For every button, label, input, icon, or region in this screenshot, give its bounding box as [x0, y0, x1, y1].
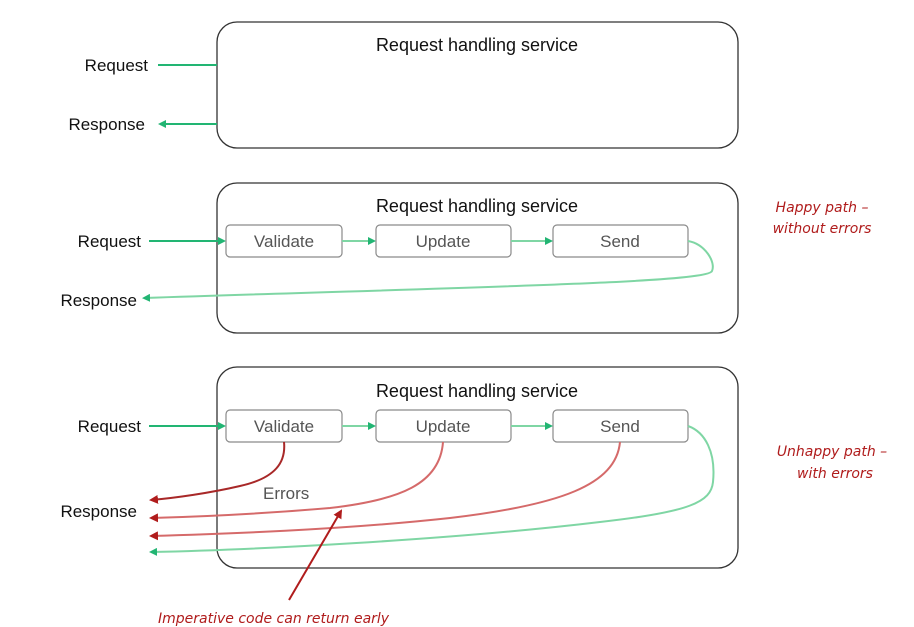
annotation-pointer-arrow: [288, 509, 343, 601]
step-send-label: Send: [600, 232, 640, 251]
panel-unhappy-path: Request handling service Validate Update…: [60, 366, 887, 569]
step-update-label: Update: [416, 232, 471, 251]
happy-path-annotation-line2: without errors: [773, 221, 872, 237]
response-label: Response: [60, 502, 137, 521]
step-update-label: Update: [416, 417, 471, 436]
send-error-curve: [149, 441, 621, 541]
update-error-curve: [149, 441, 444, 523]
success-return-curve: [142, 240, 714, 302]
service-title: Request handling service: [376, 35, 578, 55]
validate-error-curve: [149, 441, 286, 504]
early-return-annotation-text: Imperative code can return early: [158, 611, 390, 627]
request-label: Request: [85, 56, 149, 75]
service-box: [216, 21, 739, 149]
step-validate-label: Validate: [254, 232, 314, 251]
response-label: Response: [68, 115, 145, 134]
response-label: Response: [60, 291, 137, 310]
success-return-curve: [149, 425, 715, 556]
step-send-label: Send: [600, 417, 640, 436]
panel-happy-path: Request handling service Validate Update…: [60, 182, 872, 334]
errors-label: Errors: [263, 484, 309, 503]
happy-path-annotation-line1: Happy path –: [776, 200, 869, 216]
service-title: Request handling service: [376, 381, 578, 401]
unhappy-path-annotation-line1: Unhappy path –: [777, 444, 887, 460]
unhappy-path-annotation-line2: with errors: [797, 466, 873, 482]
step-validate-label: Validate: [254, 417, 314, 436]
service-title: Request handling service: [376, 196, 578, 216]
request-label: Request: [78, 417, 142, 436]
request-label: Request: [78, 232, 142, 251]
service-box: [216, 182, 739, 334]
panel-simple: Request handling service Request Respons…: [68, 21, 739, 149]
early-return-annotation: Imperative code can return early: [158, 509, 390, 627]
